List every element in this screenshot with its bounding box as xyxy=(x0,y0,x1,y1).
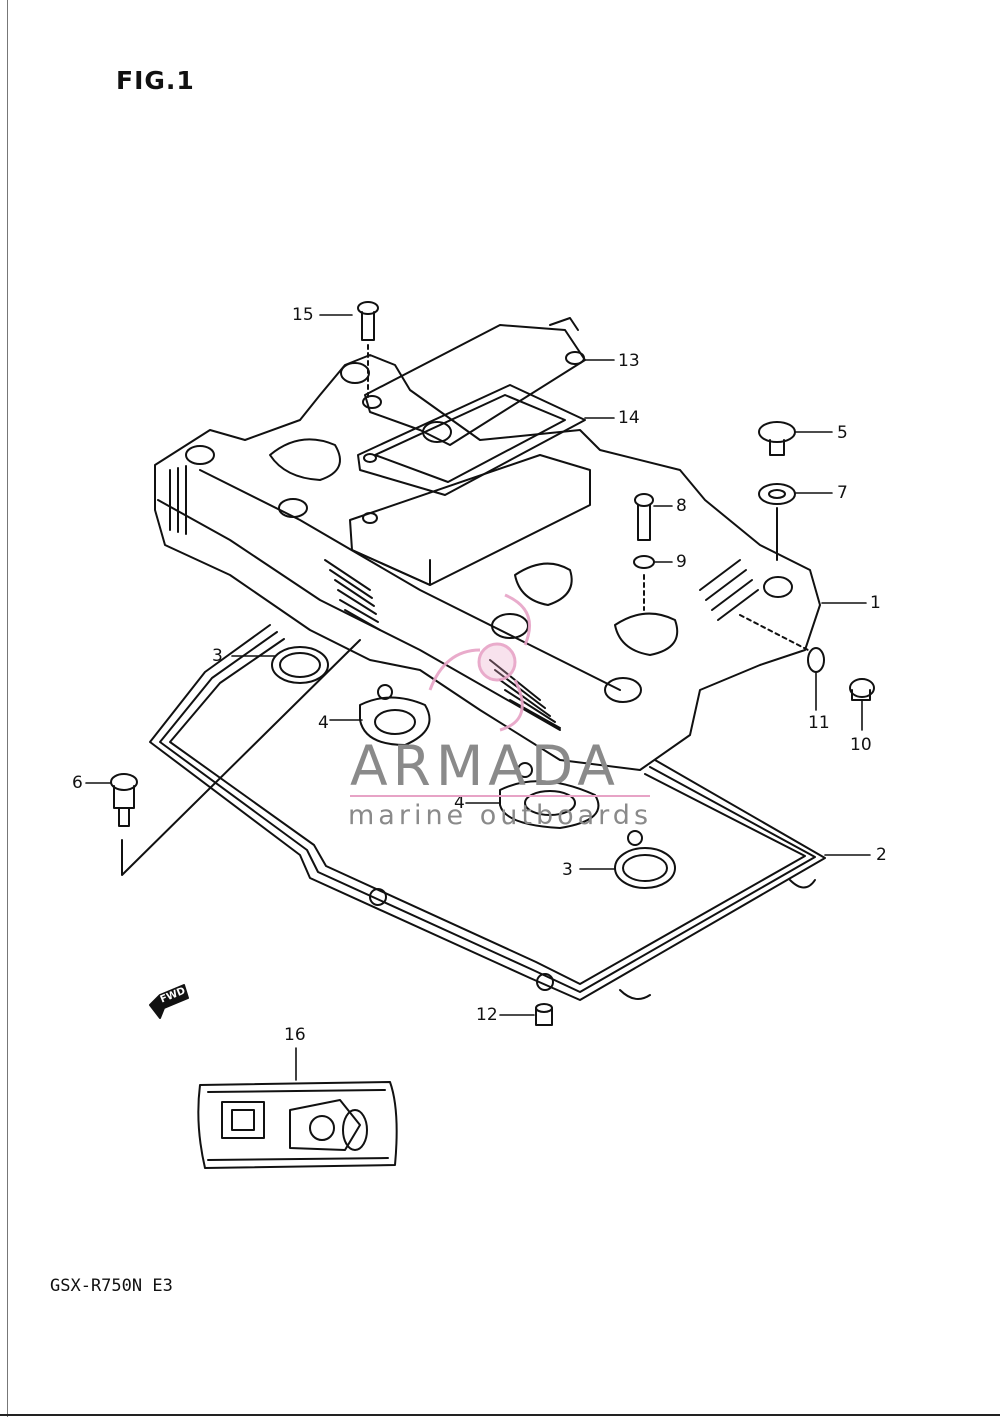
figure-title: FIG.1 xyxy=(116,66,195,95)
seal-4-lower xyxy=(499,762,600,829)
callout-13: 13 xyxy=(618,351,640,371)
watermark-tagline: marine outboards xyxy=(348,800,653,831)
callout-1: 1 xyxy=(870,593,881,613)
callout-14: 14 xyxy=(618,408,640,428)
callout-12: 12 xyxy=(476,1005,498,1025)
washer-11 xyxy=(739,614,825,673)
watermark-emblem xyxy=(428,593,531,732)
seal-3-lower xyxy=(614,830,676,889)
callout-10: 10 xyxy=(850,735,872,755)
page-border-left xyxy=(7,0,8,1417)
watermark-rule xyxy=(350,795,650,797)
cylinder-head-cover xyxy=(154,354,821,771)
model-code: GSX-R750N E3 xyxy=(50,1276,173,1296)
callout-15: 15 xyxy=(292,305,314,325)
callout-7: 7 xyxy=(837,483,848,503)
bolt-8 xyxy=(634,493,654,541)
breather-block xyxy=(349,454,591,586)
callout-4-upper: 4 xyxy=(318,713,329,733)
seal-3-upper xyxy=(271,646,329,684)
leader-lines xyxy=(85,314,871,1081)
page-border-bottom xyxy=(0,1414,1000,1416)
breather-cover-gasket xyxy=(357,384,586,496)
bolt-15 xyxy=(357,301,379,401)
seal-4-upper xyxy=(359,684,431,746)
breather-cover xyxy=(362,317,586,446)
callout-9: 9 xyxy=(676,552,687,572)
cap-5 xyxy=(758,421,796,456)
plug-10 xyxy=(849,678,875,701)
callout-4-lower: 4 xyxy=(454,793,465,813)
watermark-name: ARMADA xyxy=(350,734,620,798)
seal-7 xyxy=(758,483,796,561)
cylinder-head-cover-gasket xyxy=(149,624,826,1001)
gasket-set-16 xyxy=(197,1081,398,1169)
callout-11: 11 xyxy=(808,713,830,733)
callout-5: 5 xyxy=(837,423,848,443)
dowel-12 xyxy=(535,1003,553,1026)
callout-6: 6 xyxy=(72,773,83,793)
bolt-6 xyxy=(110,639,361,876)
callout-2: 2 xyxy=(876,845,887,865)
washer-9 xyxy=(633,555,655,611)
callout-3-lower: 3 xyxy=(562,860,573,880)
callout-3-upper: 3 xyxy=(212,646,223,666)
forward-arrow xyxy=(149,984,189,1019)
callout-16: 16 xyxy=(284,1025,306,1045)
callout-8: 8 xyxy=(676,496,687,516)
